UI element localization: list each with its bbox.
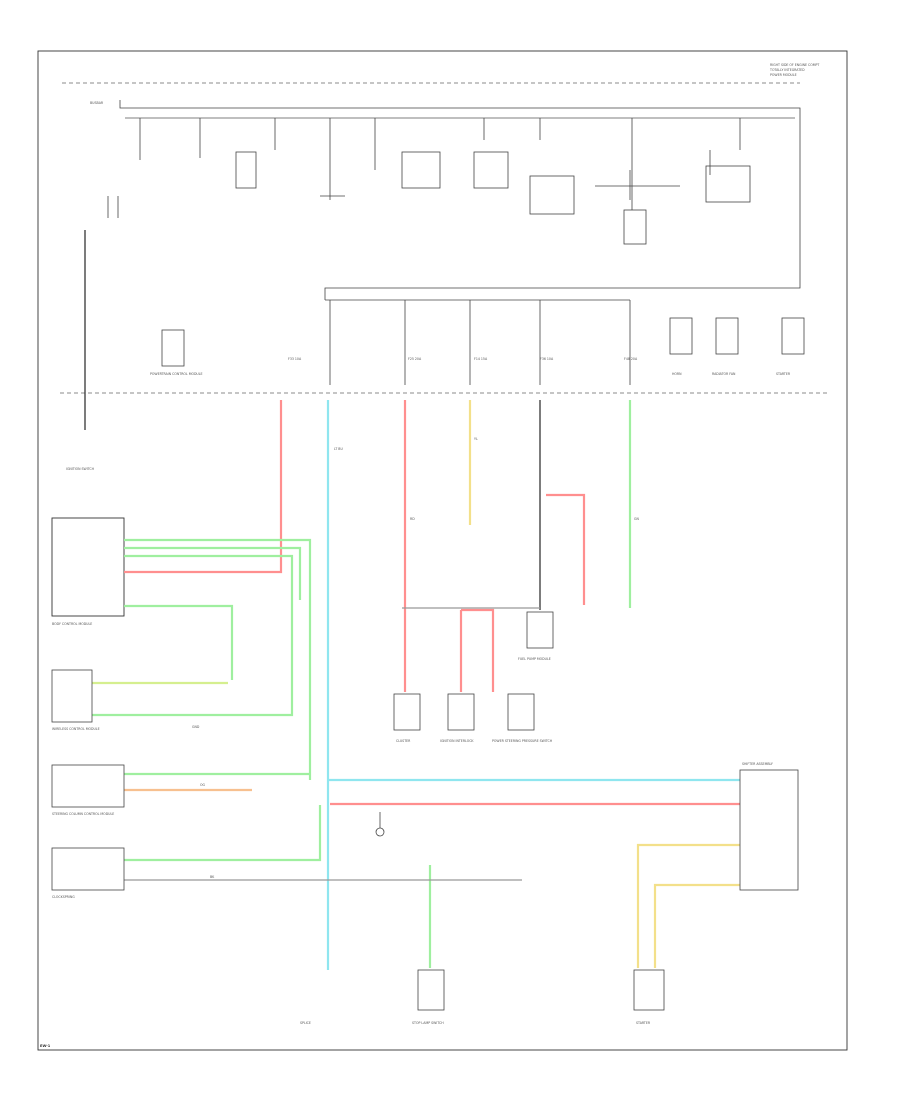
ignition-interlock-box <box>447 693 475 731</box>
fuel-pump-box <box>526 611 554 649</box>
header-label-3: POWER MODULE <box>770 73 797 77</box>
power-steering-label: POWER STEERING PRESSURE SWITCH <box>492 739 553 743</box>
starter-lower-label: STARTER <box>636 1021 651 1025</box>
fuel-pump-label: FUEL PUMP MODULE <box>518 657 551 661</box>
fuse-label-5: F48 20A <box>624 357 638 361</box>
ignition-interlock-label: IGNITION INTERLOCK <box>440 739 474 743</box>
fuse-drops <box>329 300 631 385</box>
starter-lower-box <box>633 969 665 1011</box>
black-wire-tag: BK <box>210 875 215 879</box>
header-label-2: TOTALLY INTEGRATED <box>769 68 805 72</box>
relay-box-6 <box>705 165 751 203</box>
tipm-internal-label: BUSBAR <box>90 101 104 105</box>
relay-box-2 <box>401 151 441 189</box>
ignition-switch-label: IGNITION SWITCH <box>66 467 95 471</box>
green-wire-tag: GN <box>634 517 639 521</box>
splice-label: SPLICE <box>300 1021 311 1025</box>
fuse-label-4: F36 10A <box>540 357 554 361</box>
shifter-box <box>739 769 799 891</box>
fuse-row: F33 10A F25 20A F14 15A F36 10A F48 20A <box>288 299 638 385</box>
relay-box-4 <box>529 175 575 215</box>
yellow-wire-tag: YL <box>474 437 478 441</box>
clockspring-label: CLOCKSPRING <box>52 895 75 899</box>
steering-column-box <box>51 764 125 808</box>
ignition-switch-pins <box>107 196 119 218</box>
cluster-label: CLUSTER <box>396 739 411 743</box>
gnd-label: GND <box>192 725 200 729</box>
relay-box-1 <box>235 151 257 189</box>
relay-box-3 <box>473 151 509 189</box>
steering-column-label: STEERING COLUMN CONTROL MODULE <box>52 812 114 816</box>
yellow-wire-3 <box>653 883 740 968</box>
green-wire-4 <box>124 604 234 680</box>
fan-box <box>715 317 739 355</box>
red-wire-3 <box>459 608 495 692</box>
green-wire-1 <box>124 538 312 780</box>
tipm-header: RIGHT SIDE OF ENGINE COMPT TOTALLY INTEG… <box>769 63 819 77</box>
wcm-left-box <box>51 669 93 723</box>
stop-lamp-switch-label: STOP LAMP SWITCH <box>412 1021 444 1025</box>
starter-box <box>781 317 805 355</box>
powertrain-module-box <box>161 329 185 367</box>
starter-label: STARTER <box>776 372 791 376</box>
clockspring-box <box>51 847 125 891</box>
wcm-left-label: WIRELESS CONTROL MODULE <box>52 727 100 731</box>
horn-label: HORN <box>672 372 682 376</box>
ground-symbol <box>375 812 385 837</box>
relay-contact-2 <box>320 150 711 200</box>
red-wire-tag: RD <box>410 517 415 521</box>
relay-box-5 <box>623 209 647 245</box>
orange-wire-tag: OG <box>200 783 206 787</box>
shifter-label: SHIFTER ASSEMBLY <box>742 762 773 766</box>
power-steering-box <box>507 693 535 731</box>
tipm-relays <box>107 118 751 245</box>
tipm-box <box>119 100 801 300</box>
fuse-label-1: F33 10A <box>288 357 302 361</box>
relay-contact-1 <box>139 118 741 210</box>
yellow-wire-2 <box>636 843 740 968</box>
powertrain-module-label: POWERTRAIN CONTROL MODULE <box>150 372 203 376</box>
red-wire-1 <box>124 400 283 574</box>
fan-label: RADIATOR FAN <box>712 372 736 376</box>
green-wire-3 <box>92 554 294 717</box>
fuse-label-3: F14 15A <box>474 357 488 361</box>
body-module-box <box>51 517 125 617</box>
cyan-wire-tag: LT BU <box>334 447 343 451</box>
green-wire-7 <box>124 805 322 862</box>
ground-symbol-node <box>375 827 385 837</box>
stop-lamp-switch-box <box>417 969 445 1011</box>
fuse-label-2: F25 20A <box>408 357 422 361</box>
green-wire-2 <box>124 546 302 600</box>
body-module-label: BODY CONTROL MODULE <box>52 622 92 626</box>
diagram-border <box>37 50 848 1051</box>
horn-box <box>669 317 693 355</box>
module-row-top: POWERTRAIN CONTROL MODULE HORN RADIATOR … <box>150 317 805 376</box>
header-label-1: RIGHT SIDE OF ENGINE COMPT <box>770 63 819 67</box>
red-wire-4 <box>546 493 586 605</box>
cluster-box <box>393 693 421 731</box>
page-code: EW-1 <box>40 1044 51 1048</box>
